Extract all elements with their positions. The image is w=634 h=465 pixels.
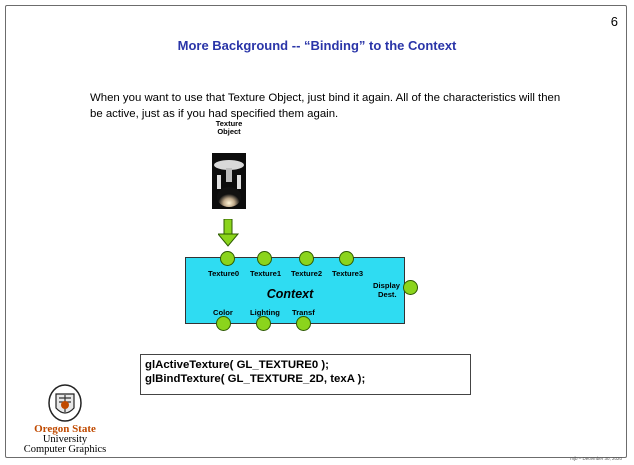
- texture0-knob: [220, 251, 235, 266]
- osu-university: University: [42, 434, 88, 445]
- lighting-knob: [256, 316, 271, 331]
- texture-unit-label-1: Texture1: [250, 269, 282, 278]
- body-text: When you want to use that Texture Object…: [90, 92, 561, 120]
- osu-name: Oregon State: [34, 423, 96, 435]
- lighting-label: Lighting: [250, 308, 280, 317]
- footer-text: mjb – December 30, 2020: [570, 456, 622, 461]
- transf-label: Transf: [292, 308, 315, 317]
- slide-frame: [5, 5, 627, 458]
- texture-unit-label-3: Texture3: [332, 269, 364, 278]
- texture-object-label: Texture Object: [206, 120, 252, 136]
- display-label-line1: Display: [373, 281, 401, 290]
- display-knob: [403, 280, 418, 295]
- texture3-knob: [339, 251, 354, 266]
- context-box: [185, 257, 405, 324]
- code-box: glActiveTexture( GL_TEXTURE0 ); glBindTe…: [140, 354, 471, 395]
- code-line-2: glBindTexture( GL_TEXTURE_2D, texA );: [145, 373, 366, 385]
- texture-unit-label-2: Texture2: [291, 269, 323, 278]
- color-label: Color: [213, 308, 233, 317]
- texture1-knob: [257, 251, 272, 266]
- osu-computer-graphics: Computer Graphics: [23, 444, 107, 455]
- texture-unit-label-0: Texture0: [208, 269, 240, 278]
- display-label-line2: Dest.: [378, 290, 397, 299]
- texture2-knob: [299, 251, 314, 266]
- down-arrow-icon: [218, 219, 240, 247]
- context-title: Context: [266, 287, 314, 301]
- beaver-logo-icon: [48, 384, 82, 422]
- slide-title: More Background -- “Binding” to the Cont…: [177, 38, 457, 53]
- transf-knob: [296, 316, 311, 331]
- texture-object-label-line2: Object: [217, 127, 241, 136]
- texture-object-label-line1: Texture: [215, 119, 243, 128]
- texture-object-image: [212, 153, 246, 209]
- code-line-1: glActiveTexture( GL_TEXTURE0 );: [145, 359, 329, 371]
- page-number: 6: [610, 14, 618, 29]
- color-knob: [216, 316, 231, 331]
